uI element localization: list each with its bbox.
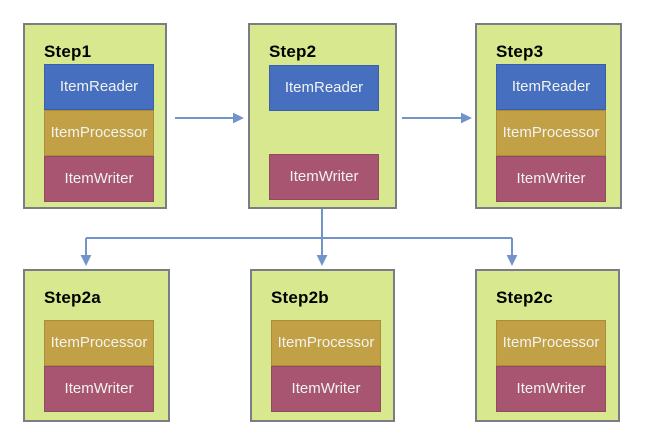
component-itemprocessor: ItemProcessor [496, 320, 606, 366]
connector-step2-step3 [402, 112, 472, 124]
component-itemwriter: ItemWriter [496, 156, 606, 202]
step-title: Step2b [271, 288, 329, 307]
step-box-step1: Step1 ItemReader ItemProcessor ItemWrite… [23, 23, 167, 209]
step-title: Step1 [44, 42, 92, 61]
component-itemwriter: ItemWriter [271, 366, 381, 412]
step-box-step2: Step2 ItemReader ItemWriter [248, 23, 397, 209]
component-itemwriter: ItemWriter [44, 156, 154, 202]
step-title: Step3 [496, 42, 544, 61]
step-box-step2c: Step2c ItemProcessor ItemWriter [475, 269, 620, 422]
connector-step2-branch [80, 209, 518, 266]
component-itemprocessor: ItemProcessor [44, 110, 154, 156]
step-title: Step2 [269, 42, 317, 61]
component-itemreader: ItemReader [269, 65, 379, 111]
component-itemwriter: ItemWriter [496, 366, 606, 412]
component-itemreader: ItemReader [44, 64, 154, 110]
component-itemreader: ItemReader [496, 64, 606, 110]
component-itemprocessor: ItemProcessor [271, 320, 381, 366]
step-title: Step2c [496, 288, 553, 307]
step-box-step2b: Step2b ItemProcessor ItemWriter [250, 269, 395, 422]
connector-step1-step2 [175, 112, 244, 124]
component-itemprocessor: ItemProcessor [44, 320, 154, 366]
step-box-step2a: Step2a ItemProcessor ItemWriter [23, 269, 170, 422]
step-box-step3: Step3 ItemReader ItemProcessor ItemWrite… [475, 23, 622, 209]
component-itemprocessor: ItemProcessor [496, 110, 606, 156]
arrowhead-down-icon [506, 255, 518, 266]
step-title: Step2a [44, 288, 101, 307]
arrowhead-right-icon [461, 112, 472, 124]
component-itemwriter: ItemWriter [44, 366, 154, 412]
arrowhead-down-icon [316, 255, 328, 266]
component-itemwriter: ItemWriter [269, 154, 379, 200]
arrowhead-down-icon [80, 255, 92, 266]
arrowhead-right-icon [233, 112, 244, 124]
